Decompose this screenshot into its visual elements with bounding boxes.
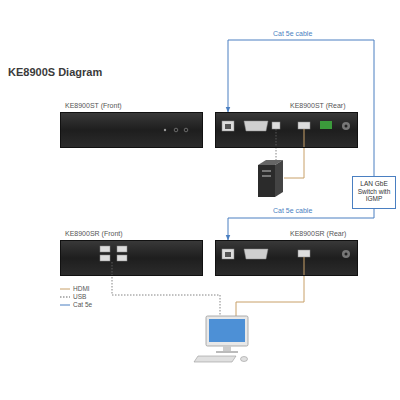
rear-ports <box>222 121 350 131</box>
hdmi-cable <box>284 129 304 178</box>
usb-ports <box>100 246 127 261</box>
kvm-receiver-front: KE8900SR (Front) <box>60 240 203 276</box>
computer-tower <box>258 160 283 197</box>
network-switch: LAN GbE Switch with IGMP <box>352 176 396 209</box>
cat5e-cable <box>228 40 374 176</box>
legend-samples <box>60 289 70 305</box>
device-body <box>60 112 203 148</box>
device-body <box>60 240 203 276</box>
switch-label: LAN GbE Switch with IGMP <box>353 177 395 206</box>
device-label: KE8900SR (Rear) <box>290 230 346 237</box>
legend-sample <box>60 297 70 298</box>
device-label: KE8900SR (Front) <box>65 230 123 237</box>
cable-label: Cat 5e cable <box>272 30 313 37</box>
pc-monitor <box>194 316 248 362</box>
usb-cable <box>276 129 277 162</box>
legend-sample <box>60 305 70 306</box>
kvm-transmitter-front: KE8900ST (Front) <box>60 112 203 148</box>
legend-text: HDMI <box>73 285 90 292</box>
device-label: KE8900ST (Front) <box>65 102 122 109</box>
device-body <box>215 112 358 148</box>
diagram-title: KE8900S Diagram <box>8 66 102 78</box>
legend-text: USB <box>73 293 86 300</box>
device-label: KE8900ST (Rear) <box>290 102 346 109</box>
kvm-receiver-rear: KE8900SR (Rear) <box>215 240 358 276</box>
hdmi-cable <box>236 257 304 316</box>
legend-text: Cat 5e <box>73 301 92 308</box>
device-body <box>215 240 358 276</box>
cable-label: Cat 5e cable <box>272 207 313 214</box>
rear-ports <box>222 249 350 259</box>
kvm-transmitter-rear: KE8900ST (Rear) <box>215 112 358 148</box>
led-dots <box>164 128 188 132</box>
usb-cable <box>112 262 220 316</box>
legend-sample <box>60 289 70 290</box>
